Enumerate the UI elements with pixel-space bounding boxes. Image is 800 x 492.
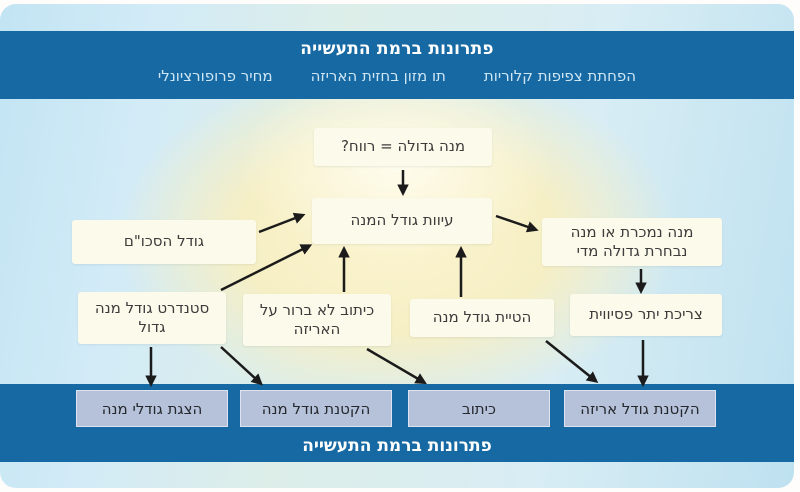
solution-box-labeling: כיתוב [408,390,550,427]
bottom-banner-title: פתרונות ברמת התעשייה [302,436,492,456]
flow-box-cutlery-size: גודל הסכו"ם [72,220,256,264]
top-banner-title: פתרונות ברמת התעשייה [300,39,494,59]
strategy-calorie-density: הפחתת צפיפות קלוריות [483,67,637,85]
solution-box-reduce-portion-size: הקטנת גודל מנה [240,390,392,427]
solution-box-reduce-package-size: הקטנת גודל אריזה [564,390,716,427]
flow-box-portion-distortion: עיוות גודל המנה [312,198,492,244]
flow-box-large-portion-standard: סטנדרט גודל מנה גדול [78,292,226,344]
strategy-front-of-pack-label: תו מזון בחזית האריזה [310,67,446,85]
flow-box-portion-size-bias: הטיית גודל מנה [410,299,554,337]
top-banner: פתרונות ברמת התעשייה הפחתת צפיפות קלוריו… [0,31,794,99]
flow-box-oversized-portion: מנה נמכרת או מנה נבחרת גדולה מדי [542,218,722,266]
flow-box-passive-overconsumption: צריכת יתר פסיווית [570,294,722,336]
strategy-proportional-price: מחיר פרופורציונלי [157,67,273,85]
flow-box-profit-question: מנה גדולה = רווח? [314,128,492,166]
top-banner-strategies: הפחתת צפיפות קלוריות תו מזון בחזית האריז… [0,67,794,85]
solution-box-show-portion-sizes: הצגת גודלי מנה [76,390,228,427]
flow-box-unclear-package-label: כיתוב לא ברור על האריזה [243,294,391,346]
